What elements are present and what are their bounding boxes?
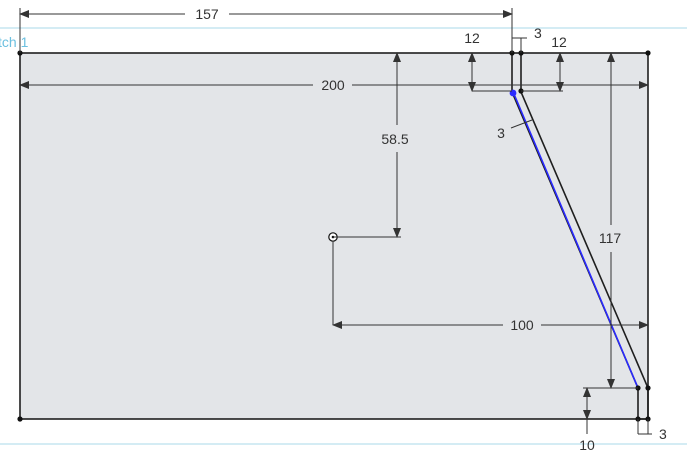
vertex[interactable] bbox=[17, 416, 23, 422]
slot-profile[interactable] bbox=[511, 53, 649, 420]
dimension-bottom-offset[interactable]: 10 bbox=[579, 437, 595, 453]
vertex[interactable] bbox=[645, 50, 651, 56]
vertex[interactable] bbox=[645, 385, 651, 391]
construction-line[interactable] bbox=[513, 93, 639, 389]
dimension-slot-width-bottom[interactable]: 3 bbox=[659, 426, 667, 442]
dimension-slot-top-left-offset[interactable]: 12 bbox=[464, 30, 480, 46]
sketch-name-label[interactable]: tch 1 bbox=[0, 34, 29, 50]
dimension-width[interactable]: 200 bbox=[321, 77, 345, 93]
dimension-slot-width-top[interactable]: 3 bbox=[534, 25, 542, 41]
dimension-slot-top-right-offset[interactable]: 12 bbox=[551, 34, 567, 50]
dimension-slot-height[interactable]: 117 bbox=[599, 230, 622, 246]
dimension-slot-thickness[interactable]: 3 bbox=[497, 125, 505, 141]
dimension-height-to-origin[interactable]: 58.5 bbox=[381, 131, 408, 147]
dimension-origin-to-right[interactable]: 100 bbox=[510, 317, 534, 333]
dimension-top-offset[interactable]: 157 bbox=[195, 6, 219, 22]
